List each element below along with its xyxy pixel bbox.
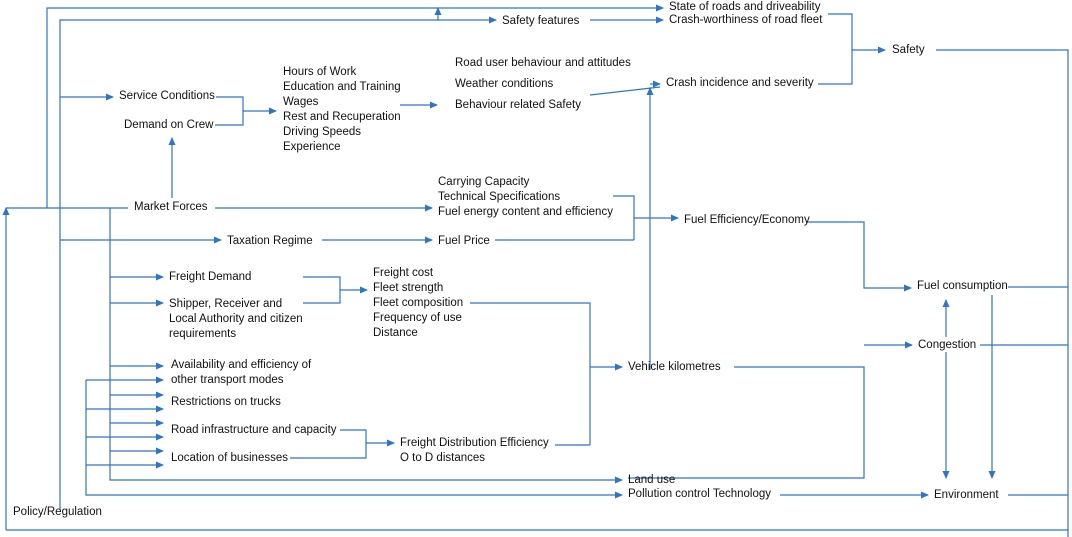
- demand-on-crew-label: Demand on Crew: [124, 119, 214, 131]
- availability-label: Availability and efficiency of other tra…: [171, 359, 312, 386]
- freight-factor-item: Fleet strength: [373, 282, 444, 294]
- location-businesses-label: Location of businesses: [171, 452, 288, 464]
- work-factor-item: Wages: [283, 96, 319, 108]
- fuel-price-label: Fuel Price: [438, 235, 490, 247]
- crash-incidence-label: Crash incidence and severity: [666, 77, 814, 89]
- connector-arrow: [46, 4, 664, 208]
- vehicle-factor-item: Technical Specifications: [438, 191, 561, 203]
- pollution-control-label: Pollution control Technology: [628, 488, 771, 500]
- freight-factors-list: Freight cost Fleet strength Fleet compos…: [373, 266, 463, 341]
- road-user-behaviour-label: Road user behaviour and attitudes: [455, 57, 631, 69]
- work-factor-item: Rest and Recuperation: [283, 111, 401, 123]
- land-use-label: Land use: [628, 474, 676, 486]
- work-factor-item: Hours of Work: [283, 66, 357, 78]
- connector-line: [613, 195, 635, 240]
- connector-line: [936, 49, 1069, 537]
- connector-line: [215, 96, 244, 126]
- behaviour-safety-label: Behaviour related Safety: [455, 99, 581, 111]
- connector-arrow: [806, 221, 912, 292]
- connector-line: [818, 50, 853, 85]
- freight-factor-item: Fleet composition: [373, 297, 464, 309]
- connector-arrow: [85, 380, 623, 499]
- road-infrastructure-label: Road infrastructure and capacity: [171, 424, 337, 436]
- connector-line: [303, 276, 341, 304]
- state-of-roads-label: State of roads and driveability: [669, 1, 821, 13]
- connector-arrow: [828, 13, 886, 54]
- fuel-consumption-label: Fuel consumption: [917, 280, 1008, 292]
- work-factors-list: Hours of Work Education and Training Wag…: [283, 65, 401, 155]
- restrictions-label: Restrictions on trucks: [171, 396, 281, 408]
- congestion-label: Congestion: [918, 339, 977, 351]
- vehicle-factor-item: Fuel energy content and efficiency: [438, 206, 613, 218]
- freight-demand-label: Freight Demand: [169, 271, 252, 283]
- weather-conditions-label: Weather conditions: [455, 78, 554, 90]
- crash-worthiness-label: Crash-worthiness of road fleet: [669, 14, 823, 26]
- fuel-efficiency-label: Fuel Efficiency/Economy: [684, 214, 810, 226]
- work-factor-item: Education and Training: [283, 81, 401, 93]
- freight-factor-item: Distance: [373, 327, 418, 339]
- vehicle-factors-list: Carrying Capacity Technical Specificatio…: [438, 175, 613, 220]
- work-factor-item: Driving Speeds: [283, 126, 361, 138]
- safety-features-label: Safety features: [502, 15, 580, 27]
- vehicle-factor-item: Carrying Capacity: [438, 176, 530, 188]
- work-factor-item: Experience: [283, 141, 341, 153]
- market-forces-label: Market Forces: [134, 201, 208, 213]
- connector-line: [290, 429, 367, 459]
- connector-line: [589, 86, 661, 96]
- connector-arrow: [109, 208, 623, 484]
- environment-label: Environment: [934, 489, 999, 501]
- freight-distribution-label: Freight Distribution Efficiency O to D d…: [400, 437, 549, 464]
- taxation-regime-label: Taxation Regime: [227, 235, 313, 247]
- connector-line: [628, 366, 865, 479]
- vehicle-km-label: Vehicle kilometres: [628, 361, 721, 373]
- service-conditions-label: Service Conditions: [119, 90, 215, 102]
- freight-factor-item: Frequency of use: [373, 312, 462, 324]
- freight-factor-item: Freight cost: [373, 267, 434, 279]
- shipper-requirements-label: Shipper, Receiver and Local Authority an…: [169, 298, 303, 340]
- connector-line: [470, 302, 591, 445]
- safety-label: Safety: [892, 44, 925, 56]
- connector-arrow: [59, 16, 497, 510]
- policy-regulation-label: Policy/Regulation: [13, 506, 102, 518]
